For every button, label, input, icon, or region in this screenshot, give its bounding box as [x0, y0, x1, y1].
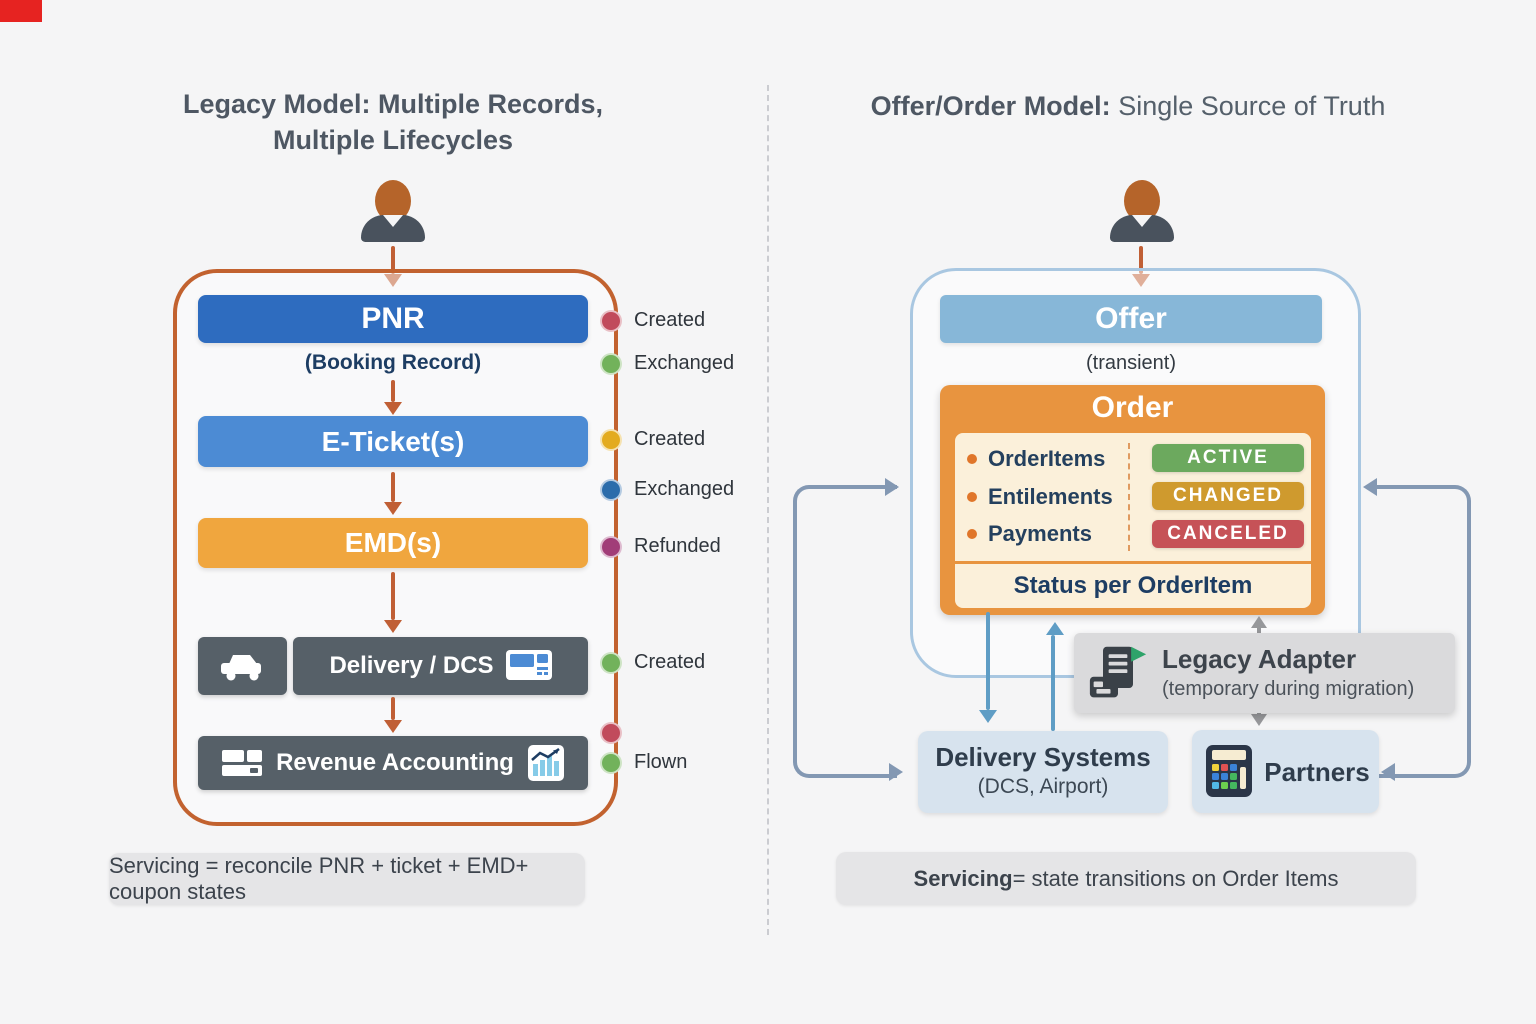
partners-box: Partners	[1192, 730, 1379, 813]
lifecycle-label: Exchanged	[634, 478, 735, 500]
bullet-icon	[967, 529, 977, 539]
lifecycle-dot	[600, 310, 622, 332]
order-item-label: Entilements	[988, 484, 1113, 509]
loop-arrowhead	[1381, 763, 1395, 781]
lifecycle-label: Refunded	[634, 535, 721, 557]
person-icon	[383, 215, 403, 227]
flow-arrowhead	[384, 720, 402, 733]
order-servicing-bold: Servicing	[913, 865, 1013, 891]
legacy-panel-title: Legacy Model: Multiple Records, Multiple…	[118, 86, 668, 158]
flow-arrow-pnr-to-eticket	[391, 380, 395, 402]
delivery-dcs-label: Delivery / DCS	[329, 652, 494, 679]
order-items-panel: OrderItems Entilements Payments ACTIVE C…	[955, 433, 1311, 561]
order-item-row: Entilements	[967, 483, 1113, 511]
lifecycle-dot	[600, 429, 622, 451]
delivery-systems-title: Delivery Systems	[935, 742, 1151, 772]
emd-label: EMD(s)	[344, 527, 442, 558]
status-badge-active: ACTIVE	[1152, 444, 1304, 472]
offer-label: Offer	[1095, 302, 1167, 335]
order-box: Order OrderItems Entilements Payments AC…	[940, 385, 1325, 615]
flow-arrow-emd-to-delivery	[391, 572, 395, 620]
legacy-servicing-note: Servicing = reconcile PNR + ticket + EMD…	[109, 853, 585, 905]
arrow-delivery-to-order	[1051, 635, 1055, 731]
legacy-adapter-title: Legacy Adapter	[1162, 644, 1357, 674]
order-item-label: Payments	[988, 521, 1092, 546]
emd-box: EMD(s)	[198, 518, 588, 568]
legacy-adapter-subtitle: (temporary during migration)	[1162, 678, 1415, 700]
order-item-row: Payments	[967, 520, 1092, 548]
legacy-adapter-box: Legacy Adapter (temporary during migrati…	[1074, 633, 1455, 713]
dcs-terminal-icon	[505, 650, 552, 680]
offer-subtitle: (transient)	[1085, 352, 1177, 374]
order-delivery-loop-left	[793, 485, 897, 778]
flow-arrowhead	[384, 620, 402, 633]
delivery-dcs-box: Delivery / DCS	[293, 637, 588, 695]
lifecycle-label: Created	[634, 428, 706, 450]
order-panel-divider	[1128, 443, 1130, 551]
flow-arrowhead	[384, 274, 402, 287]
lifecycle-dot	[600, 752, 622, 774]
status-badge-canceled: CANCELED	[1152, 520, 1304, 548]
eticket-box: E-Ticket(s)	[198, 416, 588, 467]
bullet-icon	[967, 492, 977, 502]
order-partners-loop-right	[1377, 485, 1471, 778]
car-icon	[220, 655, 261, 681]
lifecycle-dot	[600, 652, 622, 674]
bullet-icon	[967, 454, 977, 464]
legacy-servicing-text: Servicing = reconcile PNR + ticket + EMD…	[109, 853, 529, 904]
flow-arrow-delivery-to-revenue	[391, 697, 395, 720]
order-item-label: OrderItems	[988, 446, 1106, 471]
loop-arrowhead	[1363, 478, 1377, 496]
arrowhead-down	[1251, 714, 1267, 726]
flow-arrow-person-to-pnr	[391, 246, 395, 274]
eticket-label: E-Ticket(s)	[321, 425, 465, 457]
flow-arrowhead	[384, 402, 402, 415]
lifecycle-dot	[600, 722, 622, 744]
lifecycle-dot	[600, 479, 622, 501]
delivery-systems-subtitle: (DCS, Airport)	[977, 775, 1109, 798]
delivery-vehicle-tile	[198, 637, 287, 695]
offer-box: Offer	[940, 295, 1322, 343]
delivery-systems-box: Delivery Systems (DCS, Airport)	[918, 731, 1168, 813]
order-title: Order	[1091, 391, 1174, 424]
flow-arrow-person-to-offer	[1139, 246, 1143, 274]
pnr-subtitle: (Booking Record)	[304, 351, 482, 374]
flow-arrowhead	[384, 502, 402, 515]
panel-divider	[767, 85, 769, 935]
offer-order-title-rest: Single Source of Truth	[1110, 91, 1386, 121]
pnr-label: PNR	[361, 302, 425, 335]
arrow-order-to-delivery	[986, 612, 990, 710]
corner-artifact	[0, 0, 42, 22]
flow-arrow-eticket-to-emd	[391, 472, 395, 502]
legacy-title-line1: Legacy Model: Multiple Records,	[182, 89, 604, 119]
offer-order-panel-title: Offer/Order Model: Single Source of Trut…	[818, 88, 1438, 124]
revenue-chart-icon	[527, 745, 564, 781]
person-icon	[1132, 215, 1152, 227]
arrowhead-down	[979, 710, 997, 723]
status-badge-changed: CHANGED	[1152, 482, 1304, 510]
pnr-box: PNR	[198, 295, 588, 343]
lifecycle-label: Flown	[634, 751, 688, 773]
lifecycle-dot	[600, 353, 622, 375]
arrowhead-up	[1251, 616, 1267, 628]
ledger-cards-icon	[222, 750, 263, 776]
offer-order-title-bold: Offer/Order Model:	[870, 91, 1111, 121]
lifecycle-dot	[600, 536, 622, 558]
order-status-footer: Status per OrderItem	[955, 564, 1311, 608]
loop-arrowhead	[885, 478, 899, 496]
calculator-icon	[1206, 745, 1252, 797]
order-servicing-text: = state transitions on Order Items	[1012, 865, 1339, 891]
lifecycle-label: Created	[634, 651, 706, 673]
revenue-accounting-box: Revenue Accounting	[198, 736, 588, 790]
legacy-documents-icon	[1089, 646, 1147, 698]
loop-arrowhead	[889, 763, 903, 781]
order-servicing-note: Servicing = state transitions on Order I…	[836, 852, 1416, 905]
partners-label: Partners	[1264, 757, 1370, 787]
revenue-accounting-label: Revenue Accounting	[276, 749, 514, 776]
order-item-row: OrderItems	[967, 445, 1105, 473]
arrowhead-up	[1046, 622, 1064, 635]
lifecycle-label: Created	[634, 309, 706, 331]
legacy-title-line2: Multiple Lifecycles	[272, 125, 514, 155]
lifecycle-label: Exchanged	[634, 352, 735, 374]
